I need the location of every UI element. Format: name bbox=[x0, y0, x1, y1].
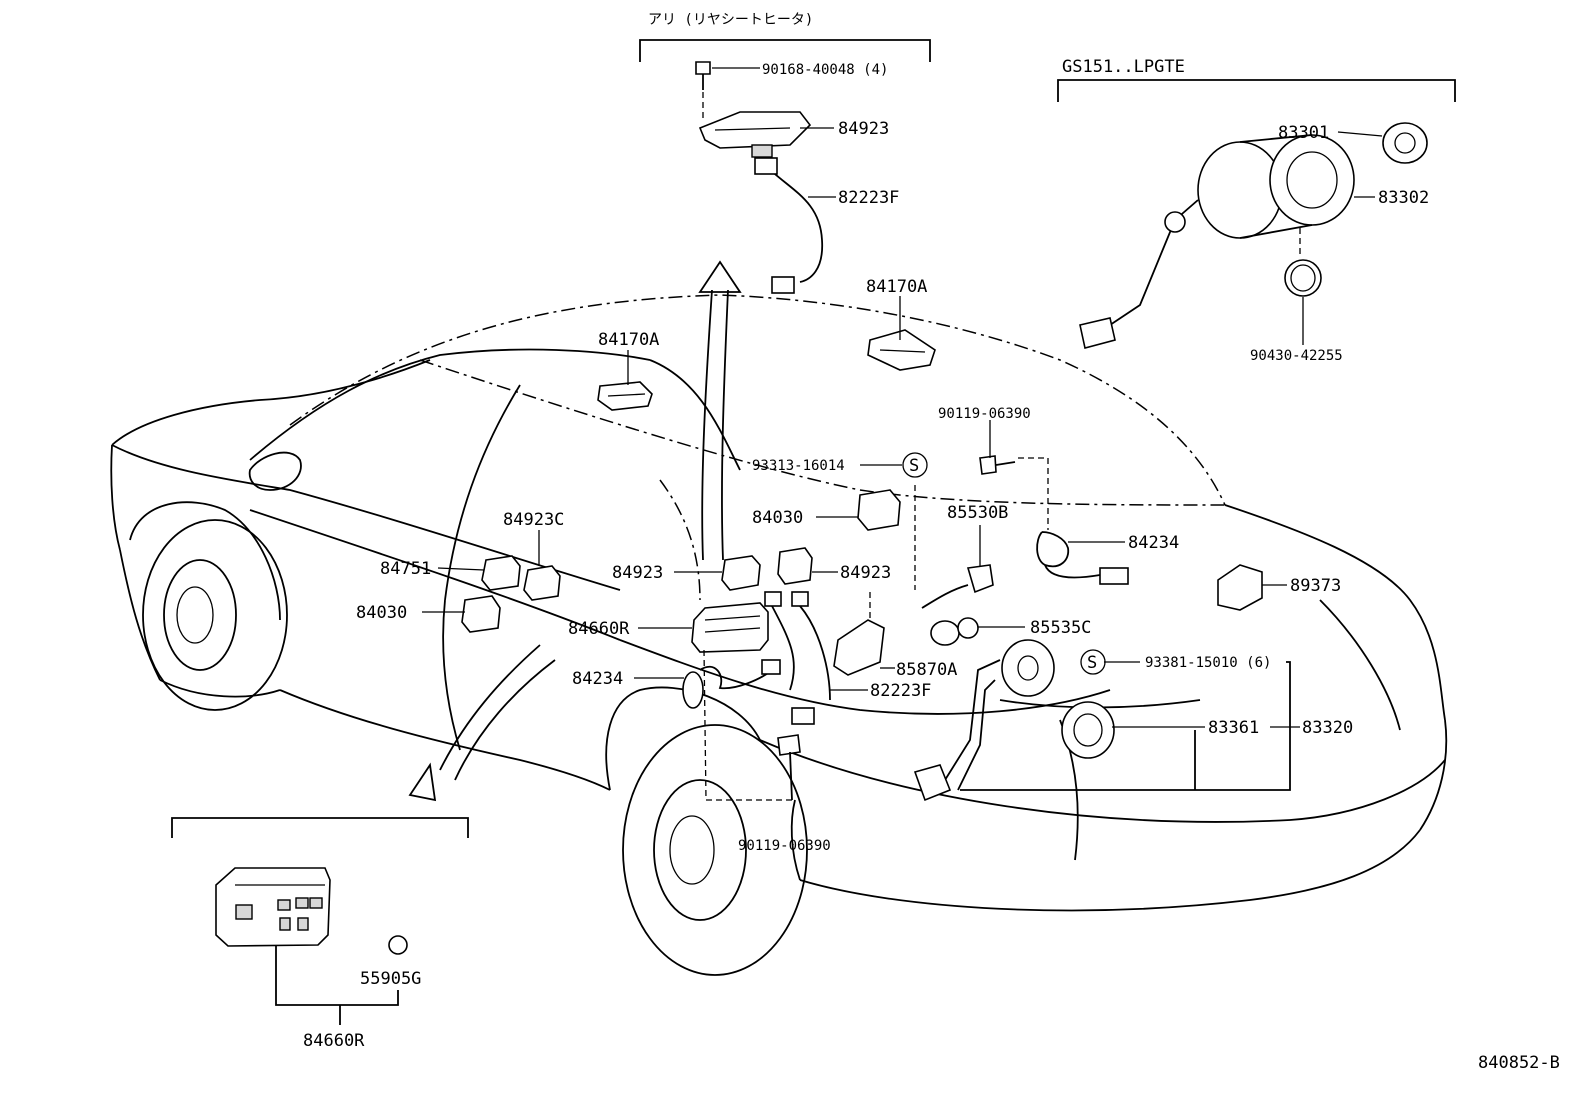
label-83361: 83361 bbox=[1208, 718, 1259, 738]
roof-lamps bbox=[597, 329, 936, 411]
label-55905G: 55905G bbox=[360, 969, 421, 989]
label-84660R-mid: 84660R bbox=[568, 619, 630, 639]
label-84923-top: 84923 bbox=[838, 119, 889, 139]
label-84234-left: 84234 bbox=[572, 669, 623, 689]
label-90168-40048: 90168-40048 (4) bbox=[762, 62, 888, 78]
label-82223F-mid: 82223F bbox=[870, 681, 931, 701]
label-82223F-top: 82223F bbox=[838, 188, 899, 208]
part-labels: アリ (リヤシートヒータ) GS151..LPGTE 90168-40048 (… bbox=[303, 12, 1560, 1073]
leader-lines bbox=[422, 67, 1383, 728]
label-84751: 84751 bbox=[380, 559, 431, 579]
header-rear-seat-heater: アリ (リヤシートヒータ) bbox=[648, 12, 813, 28]
label-84170A-left: 84170A bbox=[598, 330, 659, 350]
s-symbol-top: S bbox=[909, 456, 919, 476]
label-84170A-roof: 84170A bbox=[866, 277, 927, 297]
header-gs151: GS151..LPGTE bbox=[1062, 57, 1185, 77]
s-symbol-bottom: S bbox=[1087, 653, 1097, 673]
label-84923-left: 84923 bbox=[612, 563, 663, 583]
label-93381-15010: 93381-15010 (6) bbox=[1145, 655, 1271, 671]
label-83301: 83301 bbox=[1278, 123, 1329, 143]
label-83302: 83302 bbox=[1378, 188, 1429, 208]
label-85535C: 85535C bbox=[1030, 618, 1091, 638]
label-93313-16014: 93313-16014 bbox=[752, 458, 845, 474]
label-83320: 83320 bbox=[1302, 718, 1353, 738]
label-90119-06390-bottom: 90119-06390 bbox=[738, 838, 831, 854]
label-84923-right: 84923 bbox=[840, 563, 891, 583]
label-84234-right: 84234 bbox=[1128, 533, 1179, 553]
center-switch-cluster bbox=[461, 455, 1263, 725]
car-body-outline bbox=[110, 294, 1448, 976]
label-85530B: 85530B bbox=[947, 503, 1008, 523]
label-85870A: 85870A bbox=[896, 660, 957, 680]
label-89373: 89373 bbox=[1290, 576, 1341, 596]
heater-switch-detail bbox=[215, 867, 408, 1025]
label-84660R-bottom: 84660R bbox=[303, 1031, 365, 1051]
label-90430-42255: 90430-42255 bbox=[1250, 348, 1343, 364]
header-brackets bbox=[171, 39, 1456, 838]
label-84030-left: 84030 bbox=[356, 603, 407, 623]
fuel-sender-assembly bbox=[703, 639, 1291, 802]
lpg-fuel-gauge-group bbox=[1079, 122, 1428, 349]
label-84923C: 84923C bbox=[503, 510, 564, 530]
rear-seat-heater-switch-group bbox=[695, 61, 823, 294]
label-84030-mid: 84030 bbox=[752, 508, 803, 528]
diagram-code: 840852-B bbox=[1478, 1053, 1560, 1073]
label-90119-06390-top: 90119-06390 bbox=[938, 406, 1031, 422]
direction-arrows bbox=[408, 260, 742, 802]
s-symbols: S S bbox=[902, 452, 1106, 675]
